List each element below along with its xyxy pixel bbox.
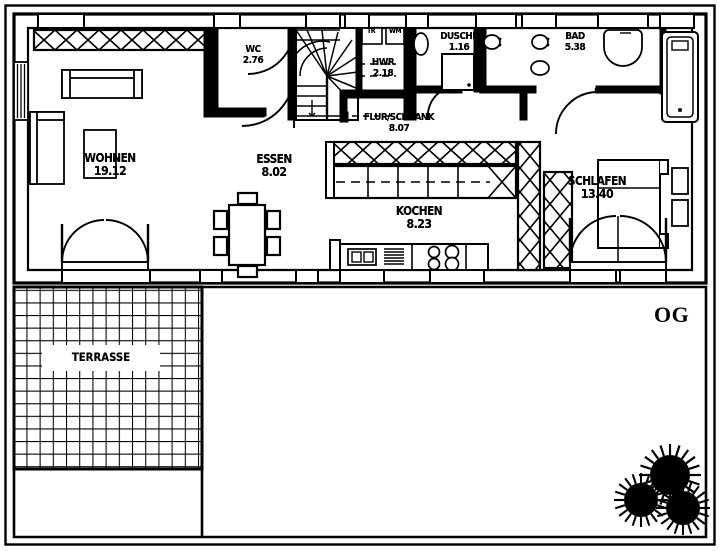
room-label-terrasse: TERRASSE (68, 350, 134, 364)
fixture-washbasin-bad-3 (603, 29, 643, 67)
room-area: 19.12 (93, 163, 127, 178)
nightstands (671, 167, 689, 227)
staircase (295, 27, 359, 121)
fixture-washbasin-bad-2 (531, 34, 550, 50)
kitchen-base-units (329, 239, 489, 272)
door-dusche (426, 91, 441, 121)
room-name: SCHLAFEN (567, 174, 627, 188)
room-area: 2.18 (372, 67, 394, 79)
dining-table-set (212, 191, 282, 279)
room-label-flur: FLUR/SCHRANK 8.07 (359, 112, 439, 135)
sofa-wohnen-top (61, 69, 143, 99)
sheet-border (4, 4, 716, 546)
chair (236, 191, 259, 206)
label-text: TR (367, 27, 375, 35)
wall-hatch-kitchen-bedroom (516, 140, 542, 272)
room-area: 8.07 (388, 122, 410, 134)
side-table-wohnen (83, 129, 117, 179)
room-area: 13.40 (580, 186, 614, 201)
terrace (12, 285, 204, 471)
chair (212, 235, 229, 257)
exterior-windows-top (37, 13, 695, 29)
room-name: WOHNEN (84, 151, 136, 165)
chair (265, 235, 282, 257)
label-text: WM (389, 27, 401, 35)
room-name: HWR (371, 57, 395, 68)
door-wohnen-double (60, 219, 150, 271)
bush-group (614, 444, 710, 535)
room-name: ESSEN (256, 152, 292, 166)
room-label-bad: BAD 5.38 (564, 31, 586, 54)
room-label-wc: WC 2.76 (242, 44, 264, 67)
chair (236, 264, 259, 279)
chair (212, 209, 229, 231)
fixture-washbasin-dusche (413, 32, 429, 56)
room-label-hwr: HWR 2.18 (370, 57, 395, 80)
room-name: FLUR/SCHRANK (363, 112, 435, 123)
room-name: KOCHEN (395, 204, 443, 218)
bush-icon-3 (656, 481, 710, 535)
floor-level-label: OG (654, 302, 690, 327)
ground-floor-footprint (12, 285, 708, 539)
room-label-dusche: DUSCHE 1.16 (438, 31, 481, 54)
room-area: 2.76 (242, 54, 264, 66)
kitchen-upper-cabinets (325, 140, 518, 200)
room-area: 8.02 (261, 164, 287, 179)
bedroom-wardrobe-hatch (542, 170, 574, 270)
door-bad (555, 88, 598, 135)
fixture-bathtub (661, 31, 699, 123)
stair-label-wm: WM (388, 27, 402, 36)
room-label-wohnen: WOHNEN 19.12 (81, 152, 139, 178)
walls-flur (339, 111, 349, 123)
door-wc (241, 27, 295, 128)
hwr-appliances (358, 27, 405, 77)
fixture-toilet-bad (530, 60, 550, 76)
room-area: 8.23 (406, 216, 432, 231)
room-label-essen: ESSEN 8.02 (254, 153, 294, 179)
exterior-window-left (13, 61, 29, 121)
bush-icon-1 (614, 473, 668, 527)
room-area: 5.38 (564, 41, 586, 53)
room-name: DUSCHE (440, 31, 478, 42)
stair-label-tr: TR (367, 27, 376, 36)
room-label-schlafen: SCHLAFEN 13.40 (564, 175, 630, 201)
room-label-kochen: KOCHEN 8.23 (393, 205, 445, 231)
room-name: WC (245, 44, 261, 55)
room-name: TERRASSE (71, 350, 131, 364)
room-area: 1.16 (448, 41, 470, 53)
fixture-washbasin-bad-1 (483, 34, 502, 50)
exterior-openings-bottom (61, 269, 667, 284)
closet-hatch-wohnen (32, 28, 214, 52)
door-bedroom-double (568, 215, 668, 271)
armchair-wohnen-left (29, 111, 65, 185)
chair (265, 209, 282, 231)
room-name: BAD (565, 31, 585, 42)
walls-wc (211, 27, 299, 121)
fixture-shower-tray (441, 53, 475, 91)
